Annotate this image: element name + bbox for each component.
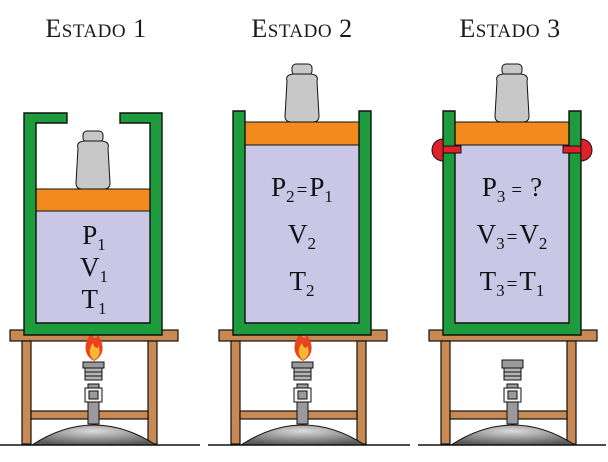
state-1-flame [85, 332, 103, 361]
state-3-title: ESTADO 3 [459, 14, 561, 43]
state-1-weight [75, 130, 111, 190]
state-1-apparatus [0, 112, 200, 446]
state-1-gas [36, 211, 150, 323]
state-3-volume-label: V3=V2 [477, 219, 548, 253]
state-3-burner [501, 359, 524, 425]
state-3-stop-left [431, 138, 462, 162]
state-2-title: ESTADO 2 [251, 14, 353, 43]
state-3-stop-right [562, 138, 593, 162]
state-3-gas [455, 145, 569, 323]
state-2-pressure-label: P2=P1 [271, 172, 333, 206]
state-1-cylinder [23, 112, 163, 336]
state-1-burner-base [30, 424, 158, 446]
state-1-pressure-label: P1 [82, 220, 106, 254]
state-2-burner [291, 361, 314, 425]
state-3-cylinder [442, 110, 582, 336]
state-1-volume-label: V1 [80, 252, 108, 286]
state-3-piston [454, 121, 570, 146]
state-2-flame [294, 332, 312, 361]
state-2-burner-base [239, 424, 367, 446]
state-1-temperature-label: T1 [82, 284, 107, 318]
state-3-burner-base [449, 424, 577, 446]
state-3-weight [494, 63, 530, 123]
state-3-apparatus [418, 63, 606, 446]
state-3-pressure-label: P3=? [482, 172, 542, 206]
state-2-apparatus [208, 63, 410, 446]
state-2-gas [245, 145, 359, 323]
state-1-burner [82, 361, 105, 425]
labels: P1 V1 T1 P2=P1 V2 T2 P3=? V3=V2 T3=T1 [80, 172, 547, 318]
state-1-piston [35, 188, 151, 212]
state-3-temperature-label: T3=T1 [480, 266, 545, 300]
state-1-title: ESTADO 1 [45, 14, 147, 43]
state-2-weight [284, 63, 320, 123]
state-2-temperature-label: T2 [290, 266, 315, 300]
state-2-piston [244, 121, 360, 146]
state-2-cylinder [232, 110, 372, 336]
state-2-volume-label: V2 [288, 219, 316, 253]
